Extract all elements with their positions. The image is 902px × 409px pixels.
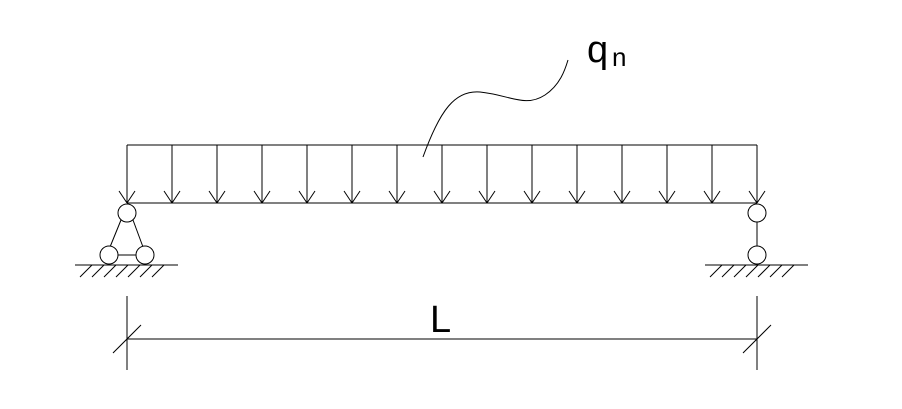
left-support-base-hinge-left (99, 245, 119, 265)
load-arrow (433, 145, 451, 204)
load-arrow (208, 145, 226, 204)
left-support-base-hinge-right (135, 245, 155, 265)
ground-hatch-line (781, 264, 795, 278)
right-support-top-hinge (747, 203, 767, 223)
ground-hatch-line (721, 264, 735, 278)
ground-hatch-line (139, 264, 153, 278)
load-arrow (298, 145, 316, 204)
right-support-bottom-hinge (747, 245, 767, 265)
load-arrow (163, 145, 181, 204)
left-pinned-support (75, 203, 178, 278)
load-arrow (658, 145, 676, 204)
ground-hatch-line (709, 264, 723, 278)
load-arrow (523, 145, 541, 204)
load-arrow (613, 145, 631, 204)
dimension-tick-left (112, 324, 142, 354)
span-dimension (112, 296, 772, 370)
ground-hatch-line (745, 264, 759, 278)
right-roller-support (705, 203, 808, 278)
load-arrow (118, 190, 136, 204)
ground-hatch-line (757, 264, 771, 278)
load-label-subscript: n (612, 42, 626, 72)
load-arrow (748, 190, 766, 204)
ground-hatch-line (127, 264, 141, 278)
left-ground-hatch (79, 264, 165, 278)
load-arrow (478, 145, 496, 204)
load-arrow (253, 145, 271, 204)
load-arrow (343, 145, 361, 204)
dimension-tick-right (742, 324, 772, 354)
ground-hatch-line (733, 264, 747, 278)
ground-hatch-line (115, 264, 129, 278)
load-label: q (587, 29, 608, 71)
right-ground-hatch (709, 264, 795, 278)
ground-hatch-line (91, 264, 105, 278)
load-arrow (568, 145, 586, 204)
load-leader-line (422, 59, 569, 158)
left-support-link-right (132, 219, 144, 248)
ground-hatch-line (769, 264, 783, 278)
left-support-top-hinge (117, 203, 137, 223)
ground-hatch-line (103, 264, 117, 278)
distributed-load (118, 144, 766, 204)
load-arrow (703, 145, 721, 204)
ground-hatch-line (151, 264, 165, 278)
left-support-link-left (109, 219, 122, 248)
span-label: L (430, 299, 451, 341)
load-arrows (118, 145, 766, 204)
load-arrow (388, 145, 406, 204)
ground-hatch-line (79, 264, 93, 278)
